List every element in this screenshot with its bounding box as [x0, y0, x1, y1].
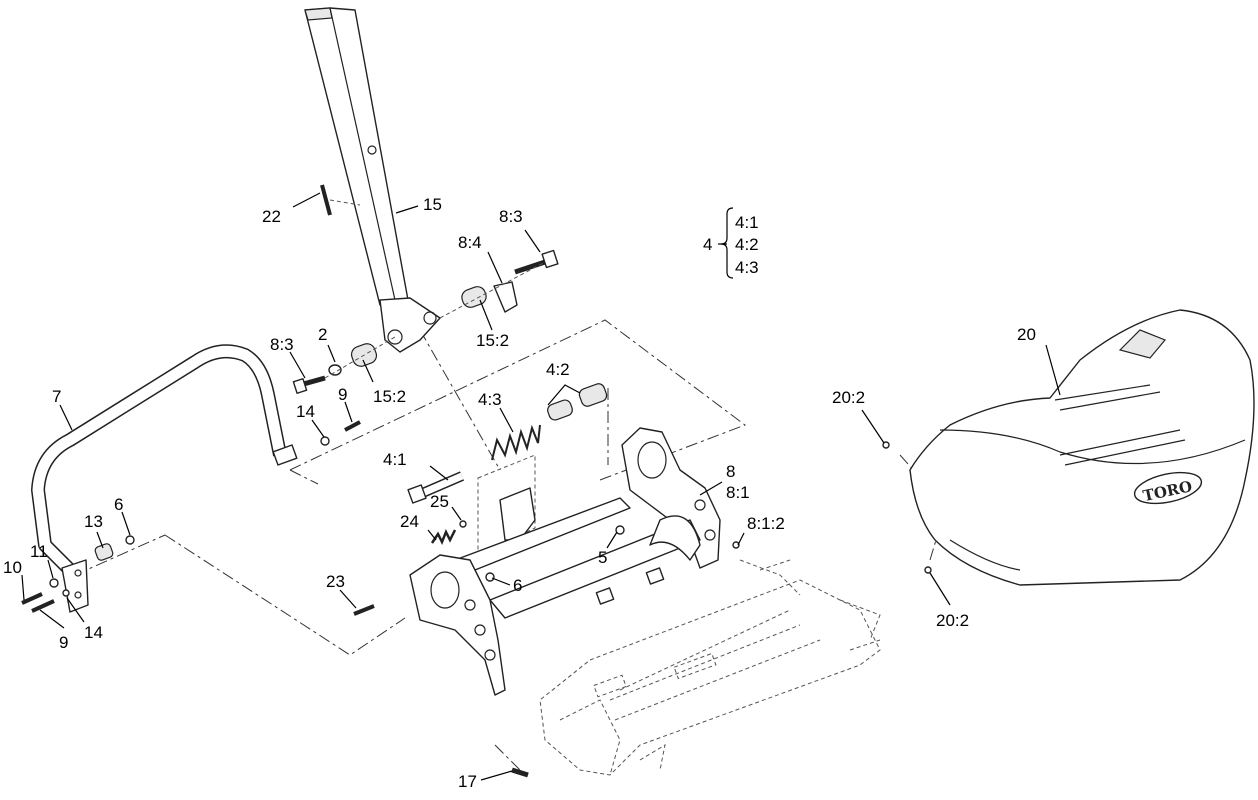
pin-22 [320, 184, 361, 216]
callout-4-3: 4:3 [478, 390, 502, 409]
kit-legend: 4 4:1 4:2 4:3 [703, 207, 759, 279]
callout-20: 20 [1017, 325, 1036, 344]
pivot-hardware-right [439, 249, 559, 319]
kit-legend-child-2: 4:2 [735, 235, 759, 254]
callout-11: 11 [30, 542, 48, 561]
callout-15-2-right: 15:2 [476, 331, 509, 350]
callout-6-left: 6 [114, 495, 123, 514]
weight-cover-20: TORO [882, 309, 1255, 586]
callout-8-1-2: 8:1:2 [747, 514, 785, 533]
callout-9-top: 9 [338, 385, 347, 404]
bail-bar-7 [31, 344, 298, 613]
bolt-17 [511, 767, 529, 778]
callout-8-3-top: 8:3 [499, 207, 523, 226]
callout-20-2-top: 20:2 [832, 388, 865, 407]
kit-legend-child-3: 4:3 [735, 258, 759, 277]
callout-labels: 22 15 8:3 8:4 15:2 8:3 2 15:2 7 9 14 4:3… [3, 195, 1036, 791]
callout-6-mid: 6 [513, 576, 522, 595]
callout-2: 2 [318, 325, 327, 344]
callout-20-2-bottom: 20:2 [936, 611, 969, 630]
kit-legend-parent: 4 [703, 235, 712, 254]
callout-9-bottom: 9 [59, 633, 68, 652]
callout-8-3-left: 8:3 [270, 335, 294, 354]
callout-8-4: 8:4 [458, 233, 482, 252]
callout-22: 22 [262, 207, 281, 226]
callout-23: 23 [326, 572, 345, 591]
callout-8: 8 [726, 462, 735, 481]
callout-5: 5 [598, 548, 607, 567]
callout-15: 15 [423, 195, 442, 214]
small-fasteners-top [320, 420, 361, 446]
spring-24-clip-25 [430, 520, 467, 546]
callout-10: 10 [3, 558, 22, 577]
callout-7: 7 [52, 387, 61, 406]
leader-lines [21, 192, 1061, 781]
kit-legend-child-1: 4:1 [735, 213, 759, 232]
callout-13: 13 [84, 512, 103, 531]
callout-24: 24 [400, 512, 419, 531]
callout-14-top: 14 [296, 402, 315, 421]
callout-25: 25 [430, 492, 449, 511]
small-fasteners-left [21, 535, 135, 613]
kit-4-parts [407, 383, 608, 556]
frame-8 [353, 427, 740, 696]
callout-8-1: 8:1 [726, 483, 750, 502]
callout-4-1: 4:1 [383, 450, 407, 469]
callout-4-2: 4:2 [546, 360, 570, 379]
steering-post [304, 7, 441, 353]
pivot-hardware-left [292, 336, 396, 394]
callout-15-2-left: 15:2 [373, 387, 406, 406]
callout-14-bottom: 14 [84, 623, 103, 642]
cutting-unit-phantom [539, 559, 881, 776]
callout-17: 17 [458, 772, 477, 791]
